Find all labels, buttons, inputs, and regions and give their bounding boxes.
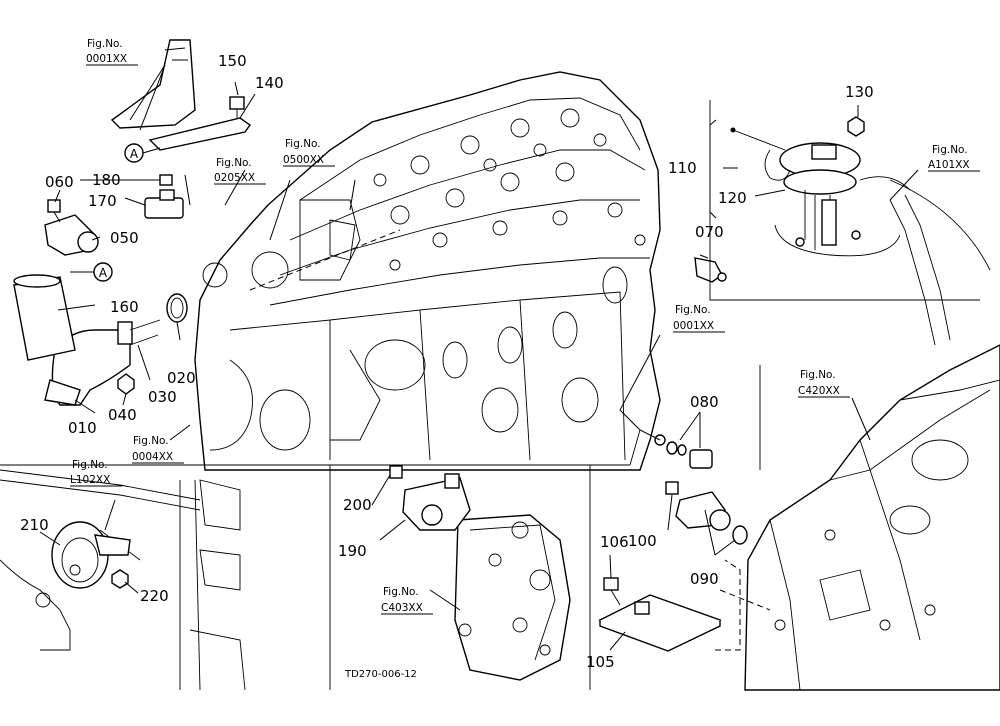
frame-bracket	[0, 469, 246, 691]
fig-ref-a101xx: Fig.No. A101XX	[928, 144, 980, 172]
svg-text:0001XX: 0001XX	[86, 53, 127, 65]
fuel-tank-strap	[774, 176, 991, 346]
svg-text:L102XX: L102XX	[70, 474, 110, 486]
fuel-sender-unit	[730, 116, 865, 250]
figure-references: Fig.No. 0001XX Fig.No. 0205XX Fig.No. 05…	[70, 38, 980, 615]
leader-lines	[39, 64, 919, 651]
svg-text:A: A	[99, 266, 108, 280]
plate-105	[598, 577, 722, 652]
callout-labels: 010 020 030 040 050 060 070 080 090 100 …	[20, 52, 874, 671]
svg-text:A101XX: A101XX	[928, 159, 970, 171]
callout-140: 140	[255, 74, 284, 92]
drawing-id: TD270-006-12	[344, 669, 417, 680]
left-sensor-parts	[13, 39, 251, 406]
callout-060: 060	[45, 173, 74, 191]
callout-160: 160	[110, 298, 139, 316]
callout-105: 105	[586, 653, 615, 671]
svg-text:0500XX: 0500XX	[283, 154, 324, 166]
fig-ref-c403xx: Fig.No. C403XX	[381, 586, 433, 615]
callout-100: 100	[628, 532, 657, 550]
callout-150: 150	[218, 52, 247, 70]
svg-text:C420XX: C420XX	[798, 385, 840, 397]
callout-190: 190	[338, 542, 367, 560]
svg-text:C403XX: C403XX	[381, 602, 423, 614]
fig-ref-0205xx: Fig.No. 0205XX	[214, 157, 266, 185]
reference-mark-a-lower: A	[93, 262, 113, 282]
valve-body	[389, 465, 571, 681]
svg-text:Fig.No.: Fig.No.	[87, 38, 123, 50]
right-sensor-parts	[654, 257, 748, 545]
svg-text:Fig.No.: Fig.No.	[383, 586, 419, 598]
group-bracket-110	[709, 119, 717, 219]
callout-080: 080	[690, 393, 719, 411]
callout-180: 180	[92, 171, 121, 189]
svg-text:Fig.No.: Fig.No.	[285, 138, 321, 150]
svg-text:Fig.No.: Fig.No.	[675, 304, 711, 316]
callout-106: 106	[600, 533, 629, 551]
svg-text:Fig.No.: Fig.No.	[216, 157, 252, 169]
callout-200: 200	[343, 496, 372, 514]
reference-mark-a-upper: A	[124, 143, 161, 163]
callout-120: 120	[718, 189, 747, 207]
engine-block	[194, 71, 661, 471]
svg-text:Fig.No.: Fig.No.	[800, 369, 836, 381]
callout-110: 110	[668, 159, 697, 177]
callout-090: 090	[690, 570, 719, 588]
callout-040: 040	[108, 406, 137, 424]
callout-210: 210	[20, 516, 49, 534]
callout-030: 030	[148, 388, 177, 406]
fig-ref-l102xx: Fig.No. L102XX	[70, 459, 122, 487]
fig-ref-0001xx-top: Fig.No. 0001XX	[86, 38, 138, 66]
svg-text:Fig.No.: Fig.No.	[133, 435, 169, 447]
fig-ref-0001xx-right: Fig.No. 0001XX	[673, 304, 725, 333]
fig-ref-c420xx: Fig.No. C420XX	[798, 369, 850, 398]
svg-text:0004XX: 0004XX	[132, 451, 173, 463]
svg-text:Fig.No.: Fig.No.	[932, 144, 968, 156]
svg-text:Fig.No.: Fig.No.	[72, 459, 108, 471]
fig-ref-0004xx: Fig.No. 0004XX	[132, 435, 184, 464]
callout-070: 070	[695, 223, 724, 241]
svg-text:0205XX: 0205XX	[214, 172, 255, 184]
callout-010: 010	[68, 419, 97, 437]
callout-050: 050	[110, 229, 139, 247]
svg-text:0001XX: 0001XX	[673, 320, 714, 332]
callout-130: 130	[845, 83, 874, 101]
transmission-housing	[744, 344, 1000, 691]
svg-text:A: A	[130, 147, 139, 161]
callout-220: 220	[140, 587, 169, 605]
fig-ref-0500xx: Fig.No. 0500XX	[283, 138, 335, 167]
callout-170: 170	[88, 192, 117, 210]
callout-020: 020	[167, 369, 196, 387]
